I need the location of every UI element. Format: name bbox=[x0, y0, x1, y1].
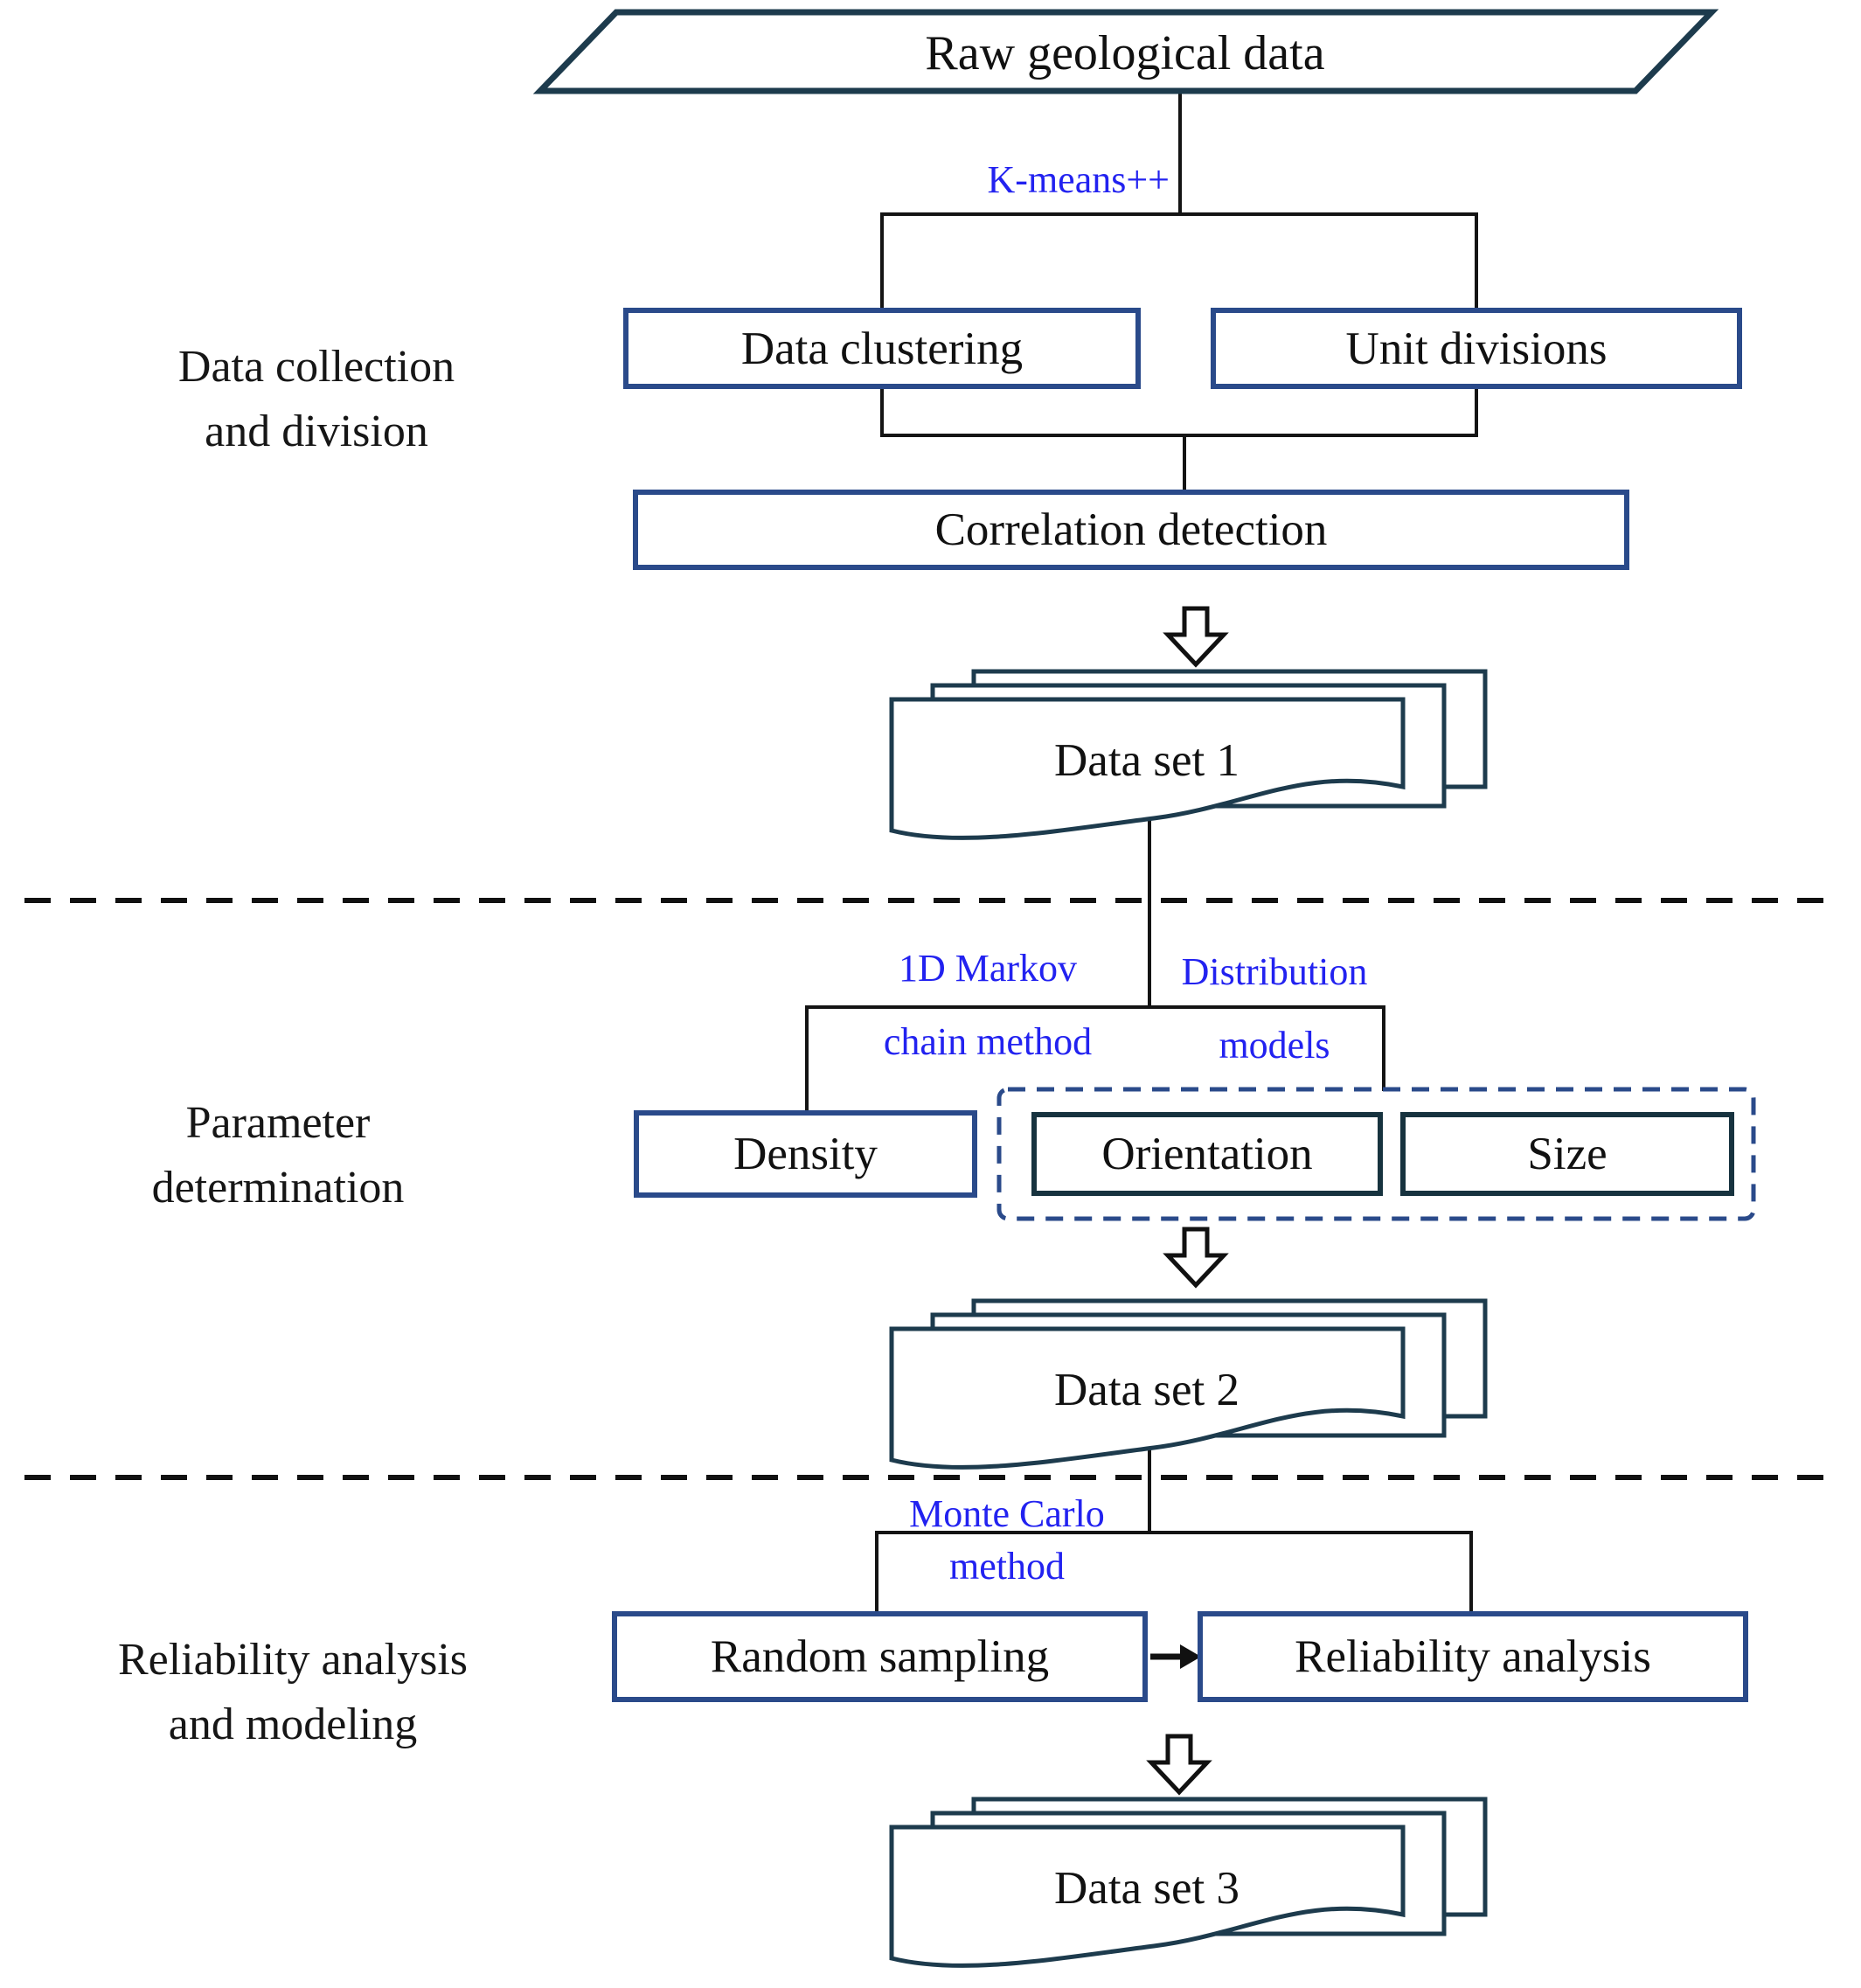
section-label-line: Parameter bbox=[185, 1098, 371, 1148]
method-label-line: models bbox=[1219, 1023, 1330, 1067]
document-data-set-3 bbox=[889, 1797, 1488, 1968]
document-data-set-1 bbox=[889, 669, 1488, 840]
document-data-set-2 bbox=[889, 1298, 1488, 1470]
section-label-line: determination bbox=[151, 1162, 405, 1213]
section-label-line: and modeling bbox=[168, 1699, 418, 1749]
node-data-set-3-label: Data set 3 bbox=[1054, 1863, 1240, 1914]
down-arrow-icon-2 bbox=[1163, 1227, 1229, 1289]
node-orientation: Orientation bbox=[1031, 1112, 1383, 1196]
node-correlation-detection: Correlation detection bbox=[633, 490, 1629, 570]
label-kmeans: K-means++ bbox=[987, 158, 1170, 201]
section-label-reliability-modeling: Reliability analysis and modeling bbox=[118, 1628, 468, 1757]
method-label-line: 1D Markov bbox=[898, 947, 1078, 990]
section-label-data-collection: Data collection and division bbox=[178, 335, 455, 464]
node-data-clustering: Data clustering bbox=[623, 308, 1141, 389]
node-density: Density bbox=[634, 1110, 977, 1198]
node-data-set-1-label: Data set 1 bbox=[1054, 735, 1240, 786]
section-label-parameter-determination: Parameter determination bbox=[152, 1091, 405, 1220]
node-size: Size bbox=[1400, 1112, 1734, 1196]
node-data-set-2-label: Data set 2 bbox=[1054, 1365, 1240, 1415]
connector-top-tree bbox=[805, 91, 1478, 1613]
node-unit-divisions: Unit divisions bbox=[1211, 308, 1742, 389]
method-label-line: method bbox=[949, 1544, 1065, 1588]
flow-arrow-right-icon bbox=[1150, 1644, 1201, 1669]
label-1d-markov-chain-method: 1D Markov chain method bbox=[884, 932, 1092, 1078]
section-label-line: and division bbox=[205, 406, 428, 456]
method-label-line: chain method bbox=[883, 1019, 1093, 1063]
dashed-group-orientation-size bbox=[996, 1087, 1756, 1221]
node-raw-geological-data: Raw geological data bbox=[925, 26, 1325, 80]
down-arrow-icon-3 bbox=[1146, 1734, 1212, 1796]
parallelogram-raw-data bbox=[532, 9, 1719, 94]
section-label-line: Reliability analysis bbox=[117, 1635, 469, 1685]
label-distribution-models: Distribution models bbox=[1182, 935, 1368, 1081]
method-label-line: Distribution bbox=[1181, 950, 1368, 993]
method-label-line: Monte Carlo bbox=[909, 1492, 1105, 1535]
label-monte-carlo-method: Monte Carlo method bbox=[909, 1488, 1105, 1593]
down-arrow-icon-1 bbox=[1163, 606, 1229, 668]
section-label-line: Data collection bbox=[177, 342, 455, 392]
node-reliability-analysis: Reliability analysis bbox=[1198, 1611, 1748, 1702]
node-random-sampling: Random sampling bbox=[612, 1611, 1148, 1702]
